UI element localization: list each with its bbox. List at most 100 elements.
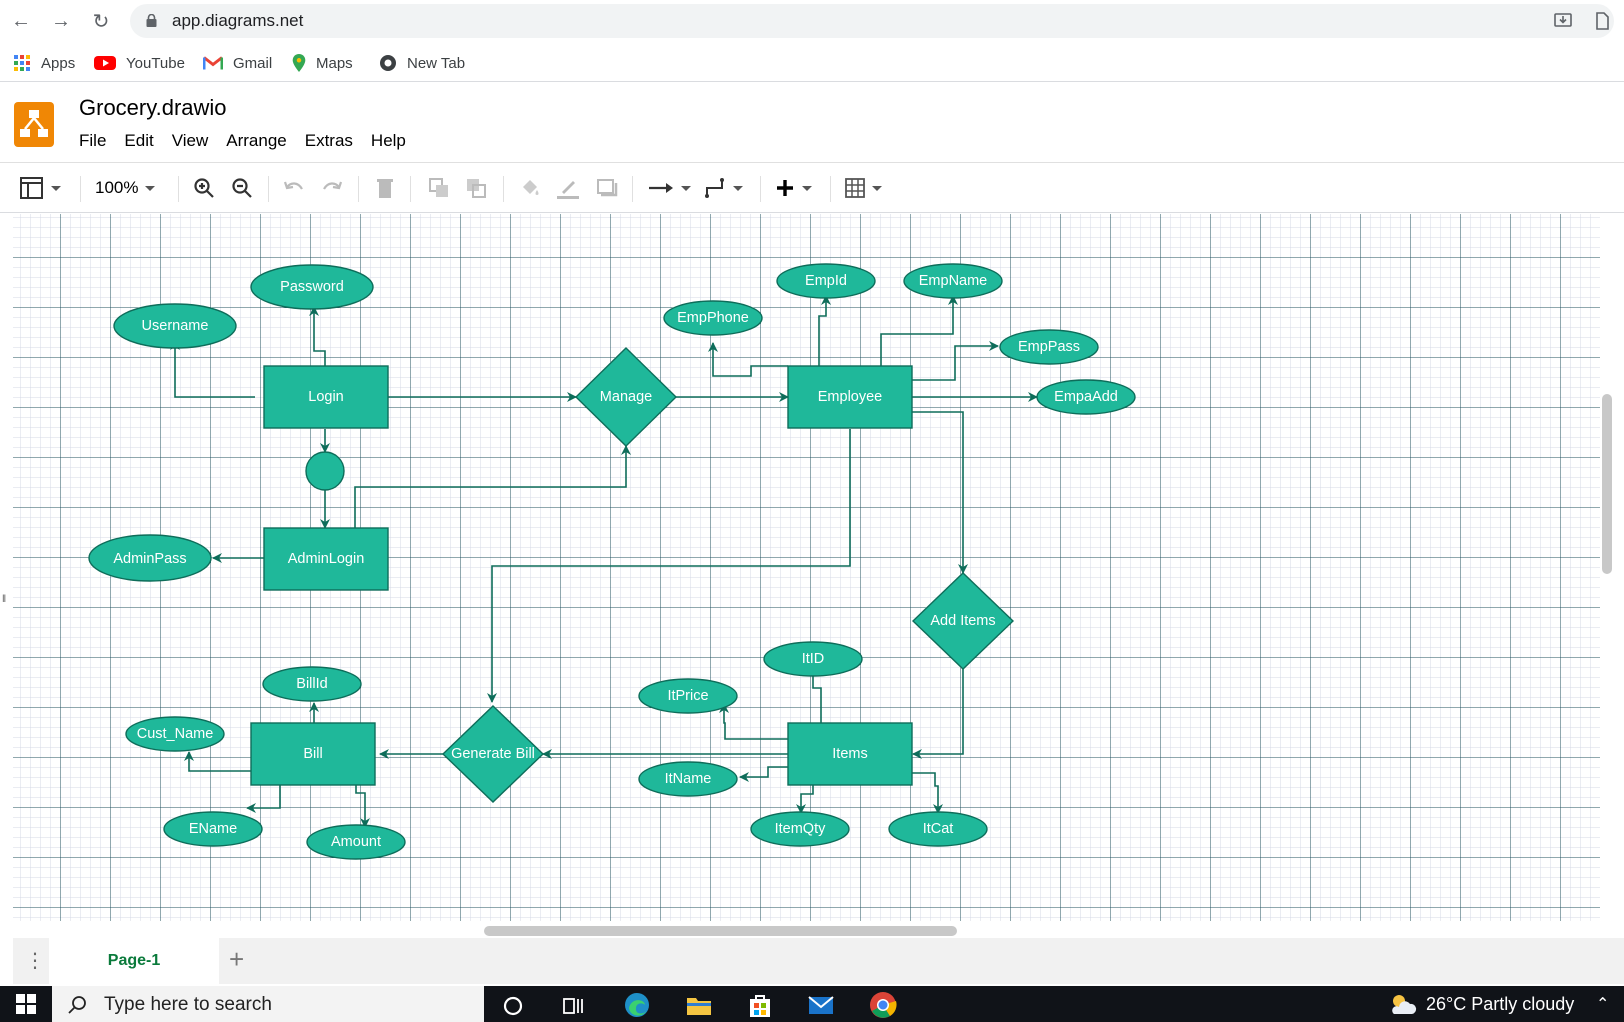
add-page-icon[interactable]: + <box>229 944 245 974</box>
url-text[interactable]: app.diagrams.net <box>172 11 304 30</box>
zoom-level: 100% <box>95 178 139 197</box>
pages-menu-icon[interactable]: ⋮ <box>25 950 45 972</box>
chevron-up-icon[interactable]: ⌃ <box>1596 996 1610 1013</box>
relation-manage[interactable] <box>574 347 678 447</box>
bookmark-apps[interactable]: Apps <box>13 52 75 74</box>
mail-icon[interactable] <box>806 990 836 1020</box>
menu-arrange[interactable]: Arrange <box>226 131 287 150</box>
attr-itprice[interactable] <box>638 678 738 714</box>
edge-bill-ename[interactable] <box>246 785 281 813</box>
edge-items-itname[interactable] <box>739 766 788 782</box>
edge-employee-generatebill[interactable] <box>487 429 851 703</box>
edge-employee-empname[interactable] <box>880 295 958 366</box>
menu-extras[interactable]: Extras <box>304 131 353 150</box>
relation-generatebill[interactable] <box>441 705 545 803</box>
entity-items[interactable] <box>787 722 913 786</box>
attr-itemqty[interactable] <box>750 811 850 847</box>
to-front-icon[interactable] <box>428 176 450 200</box>
weather-widget[interactable]: 26°C Partly cloudy <box>1388 992 1574 1016</box>
diagram-canvas[interactable]: Password Username Login Manage Employee … <box>13 214 1600 921</box>
sidebar-collapse-handle[interactable]: ‖ <box>2 594 7 605</box>
edge-additems-items[interactable] <box>912 669 964 759</box>
attr-billid[interactable] <box>262 666 362 702</box>
bookmark-new-tab[interactable]: New Tab <box>379 52 465 74</box>
format-panel-toggle[interactable] <box>20 176 61 200</box>
edge-login-username[interactable] <box>170 340 255 398</box>
document-title[interactable]: Grocery.drawio <box>79 95 227 120</box>
edge-bill-amount[interactable] <box>355 785 370 828</box>
bookmark-youtube[interactable]: YouTube <box>94 52 185 74</box>
attr-adminpass[interactable] <box>88 534 212 582</box>
menu-file[interactable]: File <box>79 131 107 150</box>
entity-bill[interactable] <box>250 722 376 786</box>
vertical-scrollbar[interactable] <box>1602 394 1612 574</box>
undo-icon[interactable] <box>283 176 305 200</box>
install-app-icon[interactable] <box>1554 12 1572 30</box>
to-back-icon[interactable] <box>465 176 487 200</box>
attr-amount[interactable] <box>306 824 406 860</box>
diagram-canvas-area[interactable]: ‖ <box>0 214 1624 936</box>
line-color-icon[interactable] <box>556 176 580 200</box>
edge-employee-emppass[interactable] <box>911 341 999 381</box>
edge-adminlogin-manage[interactable] <box>354 445 631 528</box>
menu-edit[interactable]: Edit <box>124 131 154 150</box>
menu-help[interactable]: Help <box>370 131 406 150</box>
label-itcat: ItCat <box>923 821 954 837</box>
attr-empaadd[interactable] <box>1036 379 1136 415</box>
attr-itid[interactable] <box>763 641 863 677</box>
zoom-in-icon[interactable] <box>193 176 215 200</box>
reload-icon[interactable]: ↻ <box>92 10 110 33</box>
windows-start-icon[interactable] <box>0 986 52 1022</box>
attr-emppass[interactable] <box>999 329 1099 365</box>
relation-additems[interactable] <box>911 572 1015 670</box>
edge-items-itcat[interactable] <box>911 772 943 814</box>
attr-custname[interactable] <box>125 716 225 752</box>
zoom-out-icon[interactable] <box>231 176 253 200</box>
fill-color-icon[interactable] <box>519 176 541 200</box>
chrome-icon[interactable] <box>868 990 898 1020</box>
task-view-icon[interactable] <box>558 990 588 1020</box>
tab-page-1[interactable]: Page-1 <box>49 938 219 984</box>
connection-style-dropdown[interactable] <box>648 176 691 200</box>
edge-employee-empid[interactable] <box>818 295 831 366</box>
edge-items-itprice[interactable] <box>719 703 788 740</box>
entity-adminlogin[interactable] <box>263 527 389 591</box>
entity-login[interactable] <box>263 365 389 429</box>
redo-icon[interactable] <box>321 176 343 200</box>
zoom-dropdown[interactable]: 100% <box>95 176 156 200</box>
connector-circle[interactable] <box>305 451 345 491</box>
horizontal-scrollbar[interactable] <box>484 926 957 936</box>
table-dropdown[interactable] <box>845 176 882 200</box>
edge-employee-additems[interactable] <box>911 411 968 574</box>
forward-icon[interactable]: → <box>51 9 71 32</box>
attr-empid[interactable] <box>776 263 876 299</box>
attr-username[interactable] <box>113 303 237 349</box>
back-icon[interactable]: ← <box>11 9 31 32</box>
attr-ename[interactable] <box>163 811 263 847</box>
edge-bill-custname[interactable] <box>184 751 255 772</box>
waypoint-style-dropdown[interactable] <box>704 176 743 200</box>
shadow-icon[interactable] <box>596 176 618 200</box>
store-icon[interactable] <box>745 990 775 1020</box>
bookmark-gmail[interactable]: Gmail <box>203 52 272 74</box>
page-icon[interactable] <box>1593 12 1611 30</box>
bookmark-maps[interactable]: Maps <box>292 52 353 74</box>
address-bar[interactable]: app.diagrams.net <box>130 4 1614 38</box>
menu-view[interactable]: View <box>171 131 209 150</box>
taskbar-search[interactable]: Type here to search <box>52 986 484 1022</box>
attr-itname[interactable] <box>638 761 738 797</box>
edge-login-password[interactable] <box>309 306 326 366</box>
file-explorer-icon[interactable] <box>684 990 714 1020</box>
attr-empname[interactable] <box>903 263 1003 299</box>
attr-empphone[interactable] <box>663 300 763 336</box>
edge-items-itid[interactable] <box>808 666 822 723</box>
edge-items-itemqty[interactable] <box>796 785 814 814</box>
attr-password[interactable] <box>250 264 374 310</box>
entity-employee[interactable] <box>787 365 913 429</box>
edge-employee-empphone[interactable] <box>708 342 788 377</box>
attr-itcat[interactable] <box>888 811 988 847</box>
cortana-icon[interactable] <box>498 990 528 1020</box>
insert-dropdown[interactable] <box>775 176 812 200</box>
edge-browser-icon[interactable] <box>622 990 652 1020</box>
delete-icon[interactable] <box>375 176 395 200</box>
